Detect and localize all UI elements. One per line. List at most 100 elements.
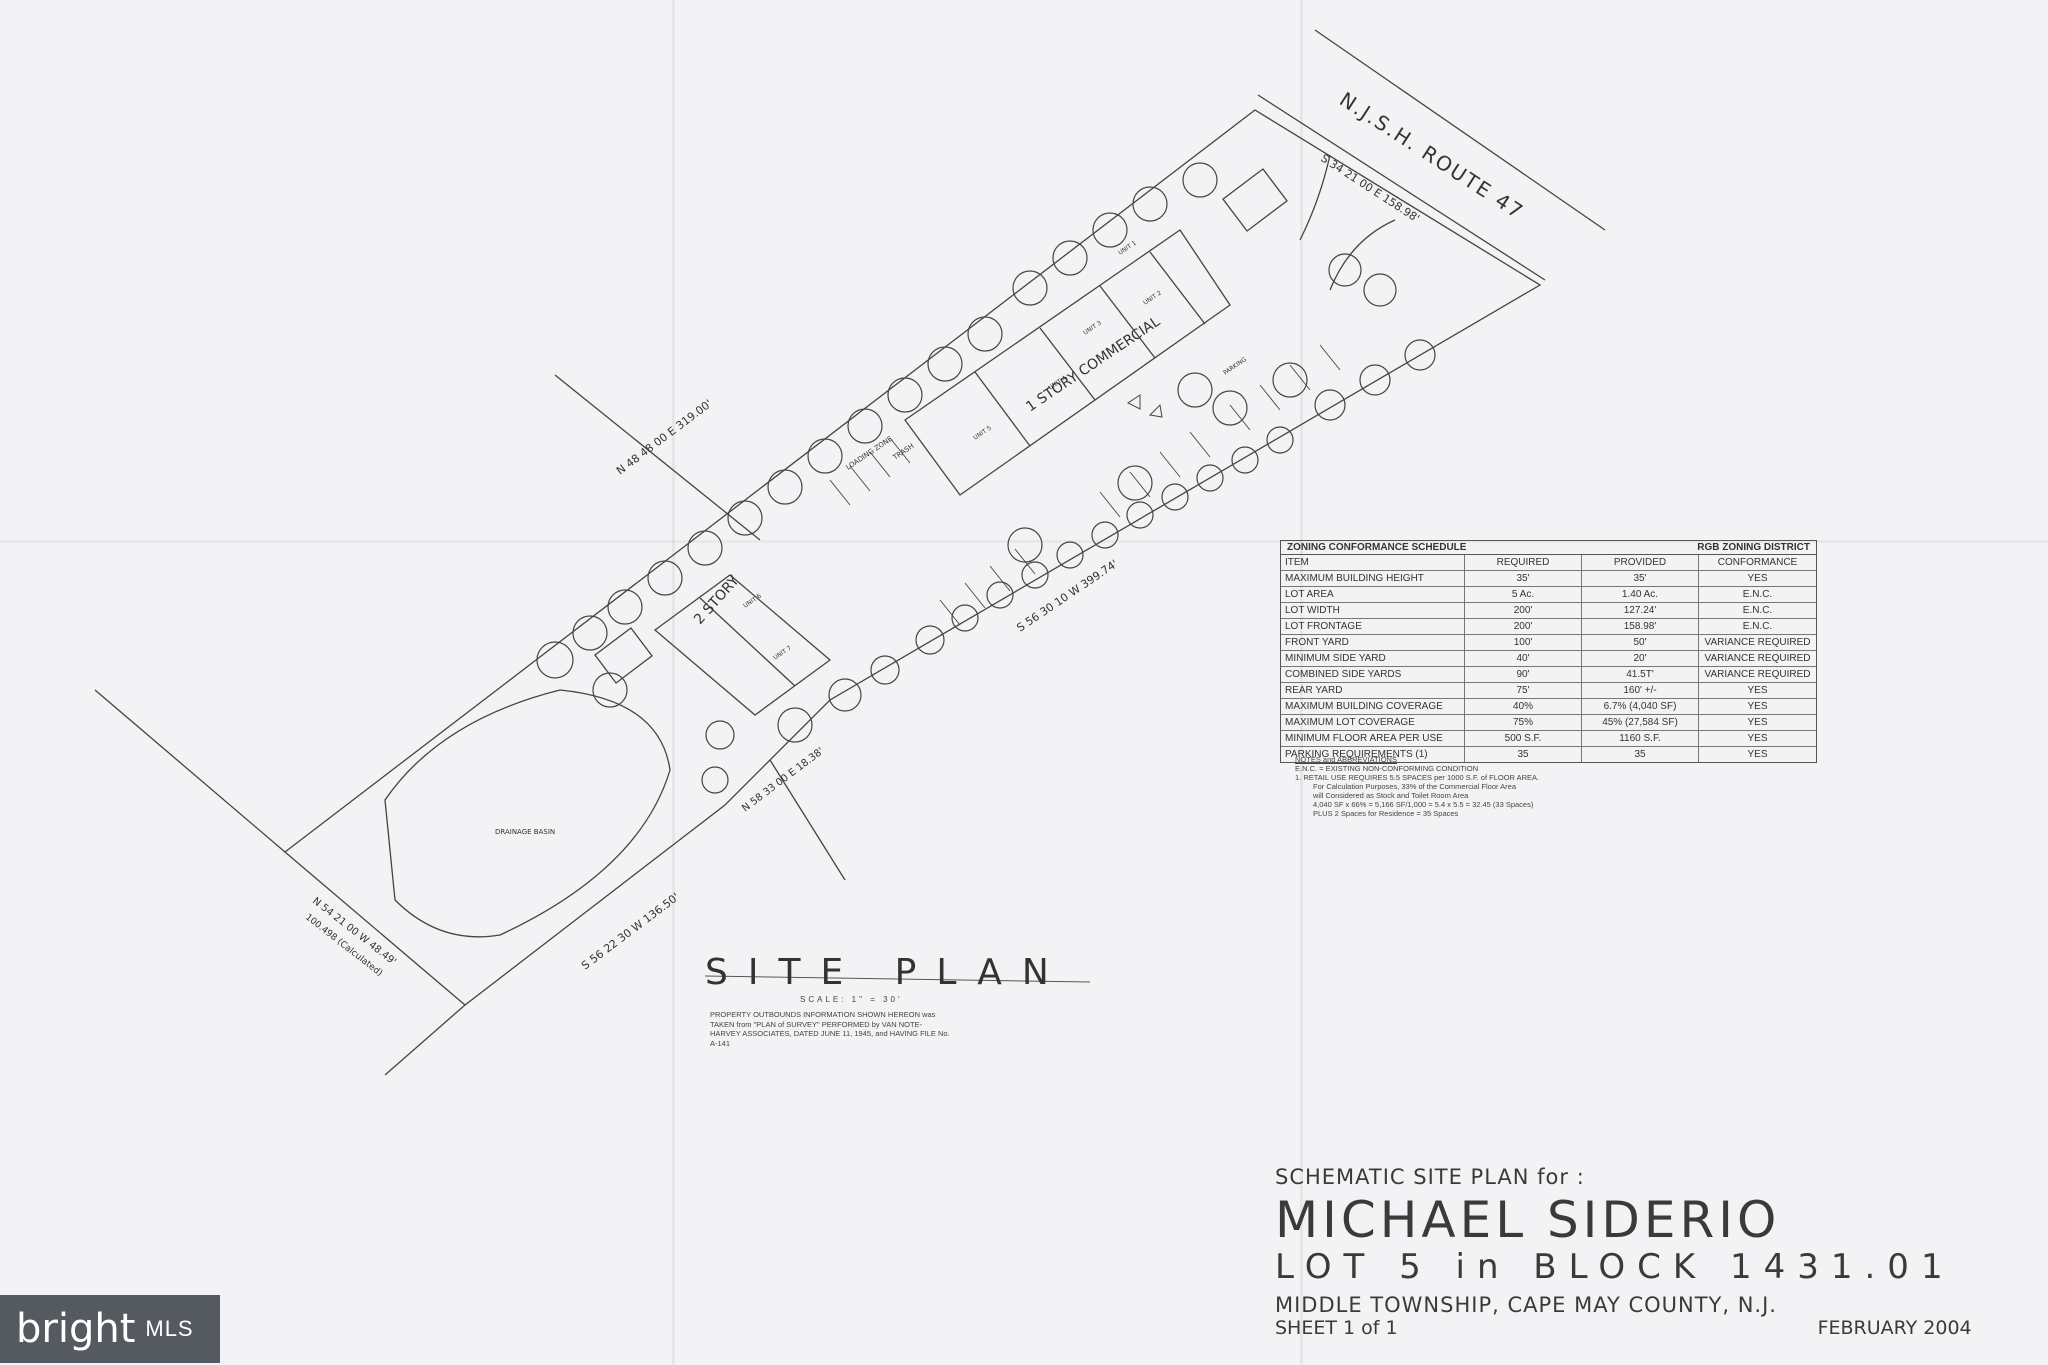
unit-label: UNIT 1 (1117, 240, 1138, 257)
table-cell: VARIANCE REQUIRED (1704, 669, 1811, 680)
bearing-offset: N 58 33 00 E 18.38' (740, 746, 826, 815)
note-line: PLUS 2 Spaces for Residence = 35 Spaces (1313, 809, 1459, 818)
table-cell: PARKING REQUIREMENTS (1) (1281, 747, 1465, 762)
table-cell: 40' (1465, 651, 1582, 666)
table-cell: VARIANCE REQUIRED (1704, 637, 1811, 648)
table-cell: 6.7% (4,040 SF) (1582, 699, 1699, 714)
scale-note: SCALE: 1" = 30' (800, 995, 903, 1004)
table-cell: LOT WIDTH (1281, 603, 1465, 618)
table-cell: YES (1747, 573, 1768, 584)
note-line: NOTES and ABBREVIATIONS (1295, 755, 1397, 764)
zoning-table: ZONING CONFORMANCE SCHEDULE RGB ZONING D… (1280, 540, 1817, 763)
unit-label: UNIT 3 (1082, 320, 1103, 337)
title-block-line1: SCHEMATIC SITE PLAN for : (1275, 1165, 1585, 1189)
sheet-row: SHEET 1 of 1 FEBRUARY 2004 (1275, 1317, 1972, 1339)
table-cell: YES (1747, 749, 1768, 760)
table-cell: MAXIMUM LOT COVERAGE (1281, 715, 1465, 730)
source-note: PROPERTY OUTBOUNDS INFORMATION SHOWN HER… (710, 1010, 950, 1048)
commercial-building (904, 229, 1231, 496)
table-cell: 20' (1582, 651, 1699, 666)
table-cell: 158.98' (1582, 619, 1699, 634)
unit-label: UNIT 5 (972, 425, 993, 442)
logo-brand: bright (16, 1306, 136, 1352)
table-cell: 100' (1465, 635, 1582, 650)
site-plan-title: SITE PLAN (705, 952, 1069, 993)
loading-zone-label: LOADING ZONE (845, 435, 894, 472)
table-cell: 50' (1582, 635, 1699, 650)
note-line: 1. RETAIL USE REQUIRES 5.5 SPACES per 10… (1295, 773, 1540, 782)
table-cell: COMBINED SIDE YARDS (1281, 667, 1465, 682)
table-cell: MINIMUM FLOOR AREA PER USE (1281, 731, 1465, 746)
route-label: N.J.S.H. ROUTE 47 (1335, 87, 1528, 224)
title-underline (704, 975, 1091, 983)
table-cell: YES (1747, 685, 1768, 696)
table-cell: VARIANCE REQUIRED (1704, 653, 1811, 664)
table-cell: YES (1747, 717, 1768, 728)
column-header: REQUIRED (1465, 555, 1582, 570)
tree-row-north (536, 162, 1218, 679)
zoning-title: ZONING CONFORMANCE SCHEDULE (1287, 542, 1467, 553)
table-cell: 75% (1465, 715, 1582, 730)
bearing-bottom: S 56 22 30 W 136.50' (579, 890, 682, 972)
mixed-use-building (653, 574, 832, 716)
table-cell: 41.5T' (1582, 667, 1699, 682)
table-cell: LOT AREA (1281, 587, 1465, 602)
table-cell: 45% (27,584 SF) (1582, 715, 1699, 730)
table-cell: LOT FRONTAGE (1281, 619, 1465, 634)
title-block: SCHEMATIC SITE PLAN for : MICHAEL SIDERI… (1275, 1165, 1972, 1339)
traffic-arrow-icon (1127, 394, 1141, 410)
unit-label: UNIT 2 (1142, 290, 1163, 307)
bearing-south: S 56 30 10 W 399.74' (1014, 557, 1120, 634)
table-cell: REAR YARD (1281, 683, 1465, 698)
column-header: ITEM (1281, 555, 1465, 570)
column-header: CONFORMANCE (1717, 557, 1798, 568)
table-cell: 35' (1582, 571, 1699, 586)
bearing-north: N 48 48 00 E 319.00' (614, 397, 715, 477)
location: MIDDLE TOWNSHIP, CAPE MAY COUNTY, N.J. (1275, 1293, 1777, 1317)
sheet-number: SHEET 1 of 1 (1275, 1317, 1398, 1339)
table-cell: 200' (1465, 619, 1582, 634)
zoning-district: RGB ZONING DISTRICT (1697, 542, 1810, 553)
logo-suffix: MLS (145, 1316, 194, 1341)
table-cell: 1.40 Ac. (1582, 587, 1699, 602)
lot-block: LOT 5 in BLOCK 1431.01 (1275, 1247, 1955, 1287)
column-header: PROVIDED (1582, 555, 1699, 570)
table-cell: MINIMUM SIDE YARD (1281, 651, 1465, 666)
traffic-arrow-icon (1148, 403, 1163, 418)
note-line: will Considered as Stock and Toilet Room… (1313, 791, 1469, 800)
tree-row-south (592, 253, 1436, 794)
note-line: 4,040 SF x 66% = 5,166 SF/1,000 = 5.4 x … (1313, 800, 1534, 809)
parking-label: PARKING (1222, 356, 1248, 377)
table-cell: 40% (1465, 699, 1582, 714)
paper-fold (0, 540, 2048, 543)
table-cell: MAXIMUM BUILDING HEIGHT (1281, 571, 1465, 586)
table-cell: YES (1747, 701, 1768, 712)
table-header-row: ITEM REQUIRED PROVIDED CONFORMANCE (1281, 555, 1816, 571)
table-cell: 127.24' (1582, 603, 1699, 618)
note-line: For Calculation Purposes, 33% of the Com… (1313, 782, 1517, 791)
mixed-building-label: 2 STORY (691, 573, 743, 628)
table-cell: MAXIMUM BUILDING COVERAGE (1281, 699, 1465, 714)
table-cell: YES (1747, 733, 1768, 744)
table-cell: 90' (1465, 667, 1582, 682)
table-cell: FRONT YARD (1281, 635, 1465, 650)
note-line: E.N.C. = EXISTING NON-CONFORMING CONDITI… (1295, 764, 1479, 773)
table-cell: 500 S.F. (1465, 731, 1582, 746)
trash-label: TRASH (891, 442, 916, 462)
drainage-basin-label: DRAINAGE BASIN (495, 828, 555, 836)
bright-mls-logo: bright MLS (0, 1295, 220, 1363)
table-cell: 35 (1582, 747, 1699, 762)
table-cell: 5 Ac. (1465, 587, 1582, 602)
